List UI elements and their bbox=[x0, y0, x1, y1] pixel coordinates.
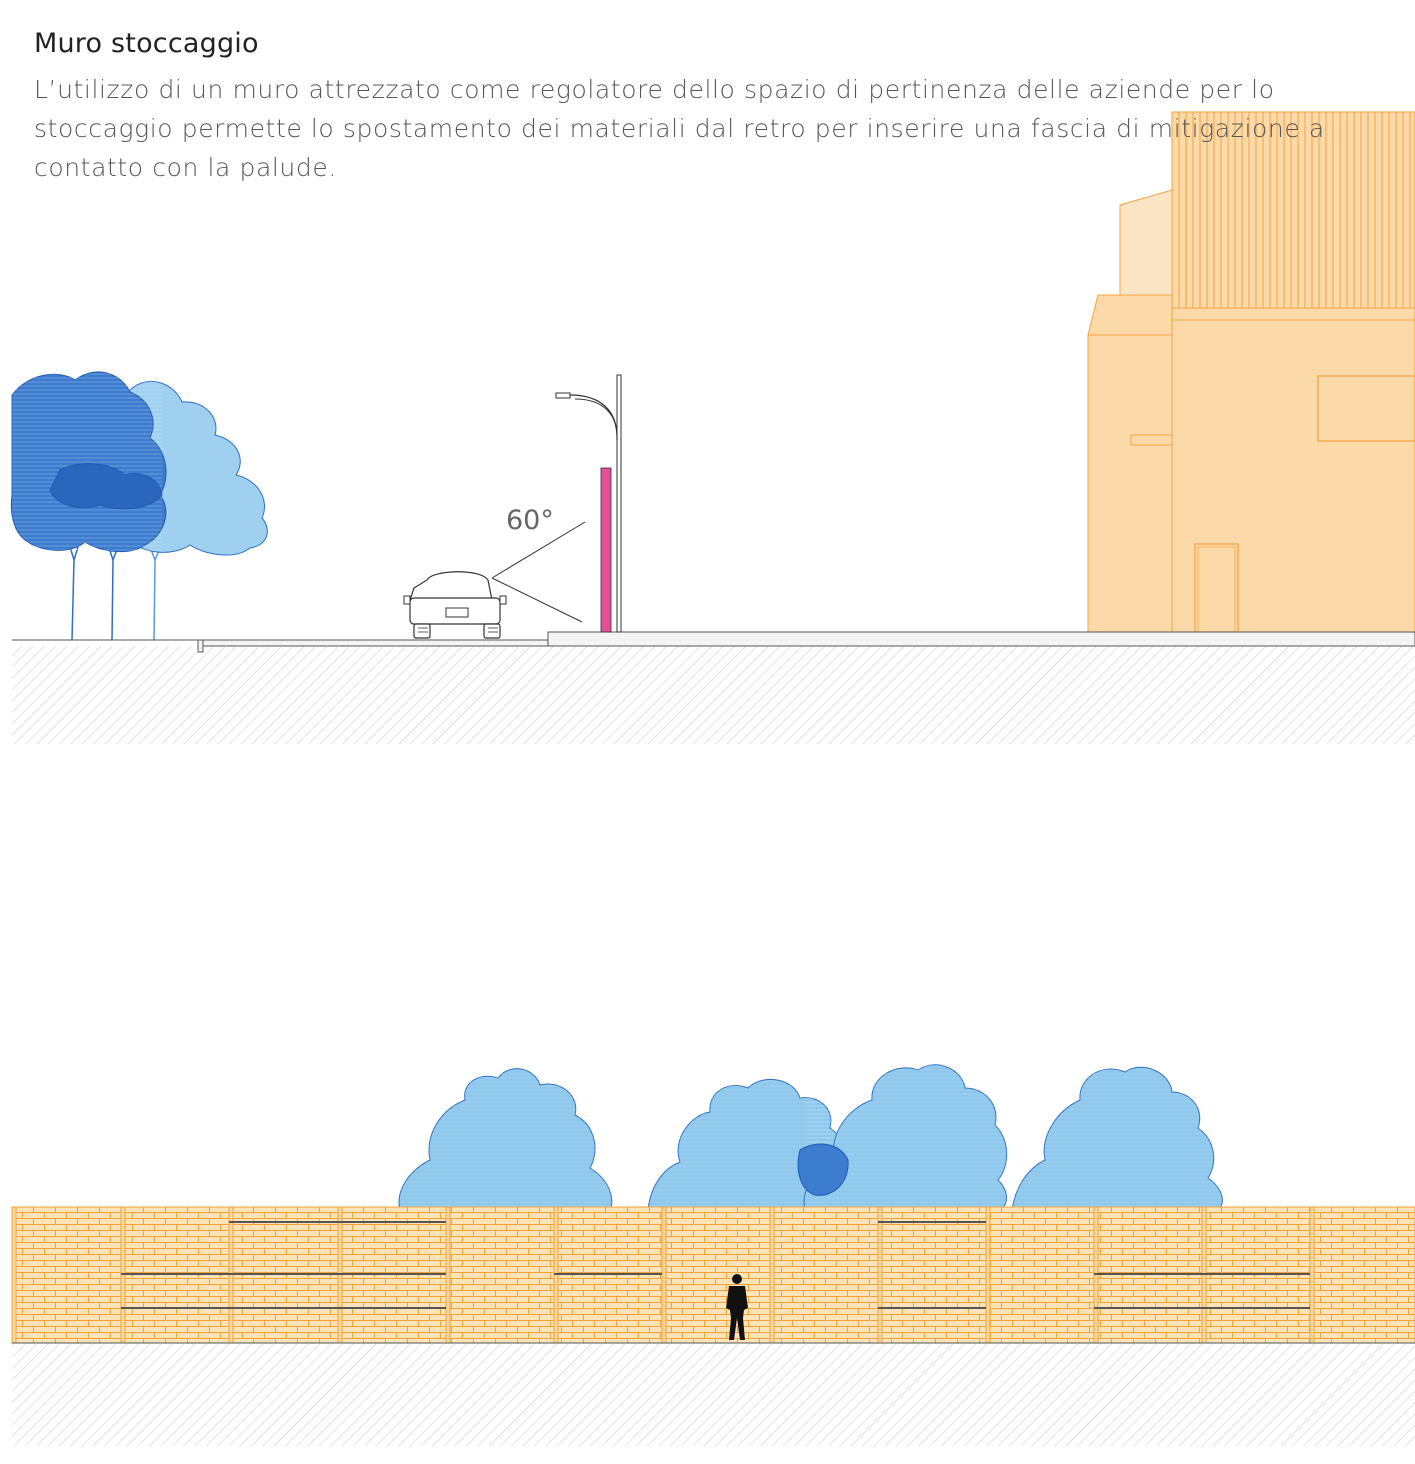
view-angle-lines bbox=[491, 521, 586, 623]
wall-pillar bbox=[661, 1206, 667, 1344]
car-icon bbox=[403, 571, 507, 639]
page-title: Muro stoccaggio bbox=[34, 28, 259, 59]
wall-pillar bbox=[985, 1206, 991, 1344]
tree-icon bbox=[398, 1068, 615, 1211]
ground-hatch bbox=[12, 1344, 1415, 1446]
wall-pillar bbox=[1309, 1206, 1315, 1344]
tree-icon bbox=[1011, 1062, 1227, 1211]
street-lamp-icon bbox=[555, 374, 622, 633]
wall-pillar bbox=[11, 1206, 17, 1344]
ground-hatch bbox=[12, 646, 1415, 744]
elevation-view bbox=[11, 1062, 1415, 1446]
tree-icon bbox=[797, 1062, 1010, 1211]
tree-icon bbox=[10, 371, 268, 641]
wall-pillar bbox=[769, 1206, 775, 1344]
angle-label: 60° bbox=[506, 505, 554, 536]
storage-wall-elevation bbox=[11, 1206, 1415, 1344]
page-description: L’utilizzo di un muro attrezzato come re… bbox=[34, 75, 1325, 182]
wall-pillar bbox=[877, 1206, 883, 1344]
industrial-building bbox=[1087, 111, 1415, 633]
wall-pillar bbox=[445, 1206, 451, 1344]
storage-wall-section bbox=[600, 467, 612, 633]
section-view: 60° bbox=[10, 111, 1415, 744]
wall-shelves bbox=[121, 1221, 1310, 1309]
person-icon bbox=[726, 1274, 748, 1340]
